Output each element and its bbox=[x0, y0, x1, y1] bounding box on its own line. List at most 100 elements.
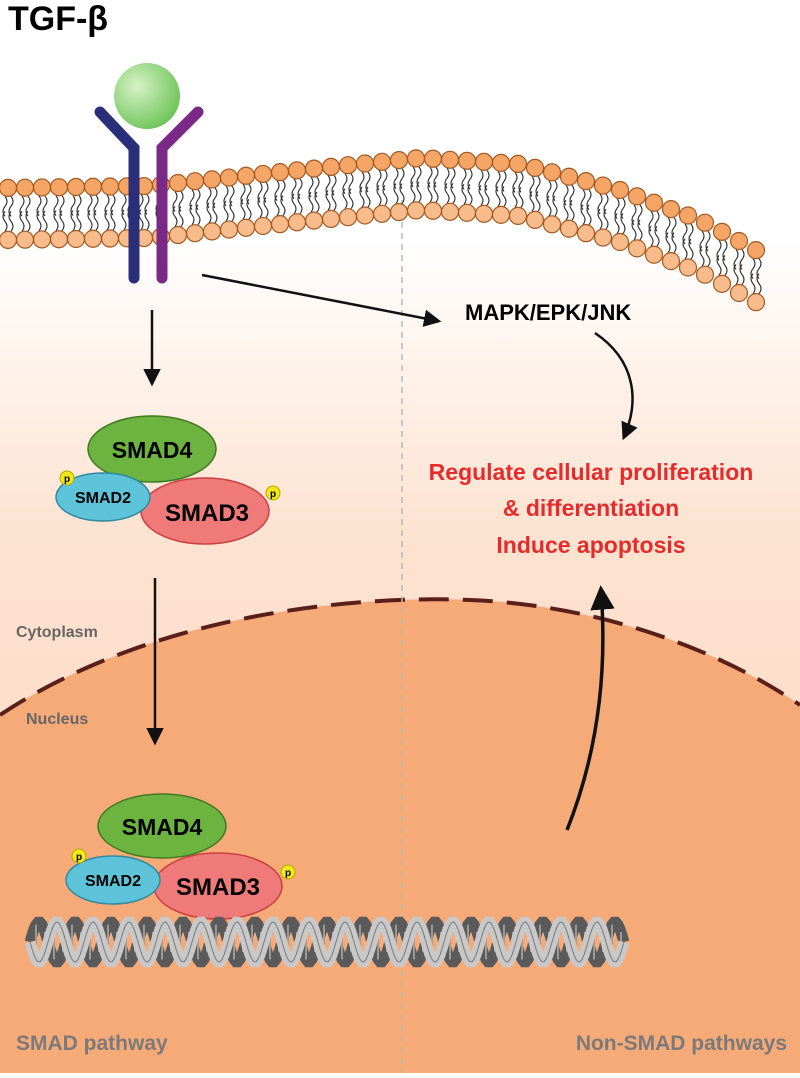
lipid-head-outer bbox=[355, 154, 375, 173]
lipid-tail bbox=[501, 186, 507, 207]
lipid-head-inner bbox=[423, 201, 443, 220]
lipid-tail bbox=[512, 187, 518, 208]
lipid-head-inner bbox=[372, 204, 392, 223]
phospho-smad2-nucleus bbox=[71, 848, 87, 864]
lipid-head-outer bbox=[15, 178, 35, 197]
lipid-tail bbox=[365, 186, 371, 208]
lipid-tail bbox=[654, 225, 660, 247]
lipid-head-outer bbox=[542, 163, 562, 182]
lipid-head-inner bbox=[219, 220, 239, 239]
lipid-tail bbox=[393, 183, 399, 204]
lipid-head-inner bbox=[729, 283, 749, 303]
lipid-tail bbox=[274, 195, 280, 216]
lipid-head-inner bbox=[304, 211, 324, 230]
lipid-tail bbox=[189, 204, 195, 226]
lipid-tail bbox=[121, 209, 127, 231]
smad4-cytoplasm-label: SMAD4 bbox=[112, 437, 193, 463]
lipid-head-outer bbox=[185, 172, 205, 191]
smad2-nucleus-label: SMAD2 bbox=[85, 873, 141, 890]
smad4-cytoplasm bbox=[87, 415, 217, 483]
smad4-nucleus bbox=[97, 793, 227, 859]
lipid-head-inner bbox=[168, 225, 188, 245]
lipid-tail bbox=[478, 184, 484, 206]
lipid-head-inner bbox=[236, 218, 256, 237]
nucleus-label: Nucleus bbox=[26, 711, 88, 728]
lipid-tail bbox=[722, 255, 728, 276]
lipid-head-outer bbox=[0, 178, 18, 197]
lipid-head-outer bbox=[423, 149, 443, 168]
tgf-beta-label: TGF-β bbox=[8, 0, 108, 38]
lipid-head-outer bbox=[304, 159, 324, 178]
lipid-tail bbox=[580, 204, 586, 226]
lipid-tail bbox=[461, 183, 467, 205]
lipid-tail bbox=[648, 225, 654, 247]
lipid-tail bbox=[19, 210, 25, 232]
smad3-nucleus-label: SMAD3 bbox=[176, 874, 260, 901]
lipid-tail bbox=[93, 209, 99, 231]
smad3-cytoplasm-label: SMAD3 bbox=[165, 500, 249, 527]
lipid-head-inner bbox=[100, 229, 120, 248]
lipid-head-outer bbox=[202, 170, 222, 189]
lipid-tail bbox=[212, 202, 218, 224]
lipid-tail bbox=[671, 232, 677, 253]
outcome-differentiation: & differentiation bbox=[503, 495, 679, 521]
mapk-label: MAPK/EPK/JNK bbox=[465, 300, 631, 325]
dna-double-helix bbox=[24, 916, 630, 968]
lipid-tail bbox=[416, 181, 422, 203]
lipid-tail bbox=[53, 210, 59, 232]
lipid-head-inner bbox=[695, 265, 715, 284]
lipid-tail bbox=[376, 184, 382, 206]
nuclear-envelope bbox=[0, 597, 800, 717]
lipid-head-inner bbox=[576, 224, 596, 243]
lipid-tail bbox=[314, 191, 320, 213]
lipid-head-outer bbox=[610, 180, 630, 200]
lipid-tail bbox=[688, 238, 694, 260]
lipid-tail bbox=[76, 210, 82, 231]
outcome-apoptosis: Induce apoptosis bbox=[496, 532, 685, 558]
lipid-head-inner bbox=[287, 213, 307, 232]
lipid-head-outer bbox=[168, 173, 188, 193]
outcome-proliferation: Regulate cellular proliferation bbox=[429, 459, 754, 485]
lipid-tail bbox=[342, 188, 348, 210]
lipid-tail bbox=[467, 183, 473, 205]
lipid-tail bbox=[348, 188, 354, 210]
arrow-receptor-to-mapk bbox=[201, 273, 442, 327]
dna-strand-outline bbox=[29, 921, 625, 963]
lipid-head-inner bbox=[542, 215, 562, 234]
lipid-head-inner bbox=[712, 274, 732, 293]
lipid-tail bbox=[70, 210, 76, 231]
lipid-head-outer bbox=[372, 152, 392, 171]
lipid-tail bbox=[484, 184, 490, 206]
tgf-beta-receptor bbox=[94, 106, 204, 284]
lipid-head-inner bbox=[321, 209, 341, 228]
lipid-head-outer bbox=[525, 158, 545, 177]
lipid-head-outer bbox=[219, 168, 239, 187]
lipid-tail bbox=[433, 181, 439, 203]
lipid-tail bbox=[42, 210, 48, 232]
arrow-nucleus-to-outcome bbox=[565, 585, 615, 831]
phospho-smad3-cytoplasm-label: p bbox=[270, 489, 276, 500]
lipid-tail bbox=[280, 195, 286, 216]
lipid-tail bbox=[529, 191, 535, 212]
smad-complex-cytoplasm: SMAD4 SMAD3 SMAD2 p p bbox=[55, 415, 281, 545]
lipid-head-inner bbox=[253, 216, 273, 236]
lipid-tail bbox=[178, 206, 184, 227]
lipid-head-outer bbox=[49, 178, 69, 197]
lipid-tail bbox=[263, 197, 269, 218]
lipid-tail bbox=[682, 238, 688, 260]
lipid-head-outer bbox=[338, 156, 358, 175]
lipid-tail bbox=[631, 219, 637, 241]
lipid-head-inner bbox=[185, 224, 205, 243]
lipid-head-inner bbox=[474, 204, 494, 223]
lipid-tail bbox=[614, 213, 620, 234]
smad2-nucleus bbox=[65, 855, 161, 905]
lipid-tail bbox=[535, 191, 541, 212]
lipid-head-inner bbox=[746, 293, 766, 312]
lipid-tail bbox=[756, 273, 762, 294]
lipid-tail bbox=[586, 204, 592, 226]
lipid-tail bbox=[637, 219, 643, 241]
lipid-tail bbox=[665, 232, 671, 253]
lipid-head-outer bbox=[100, 177, 120, 196]
lipid-head-outer bbox=[270, 163, 290, 182]
lipid-tail bbox=[569, 199, 575, 221]
